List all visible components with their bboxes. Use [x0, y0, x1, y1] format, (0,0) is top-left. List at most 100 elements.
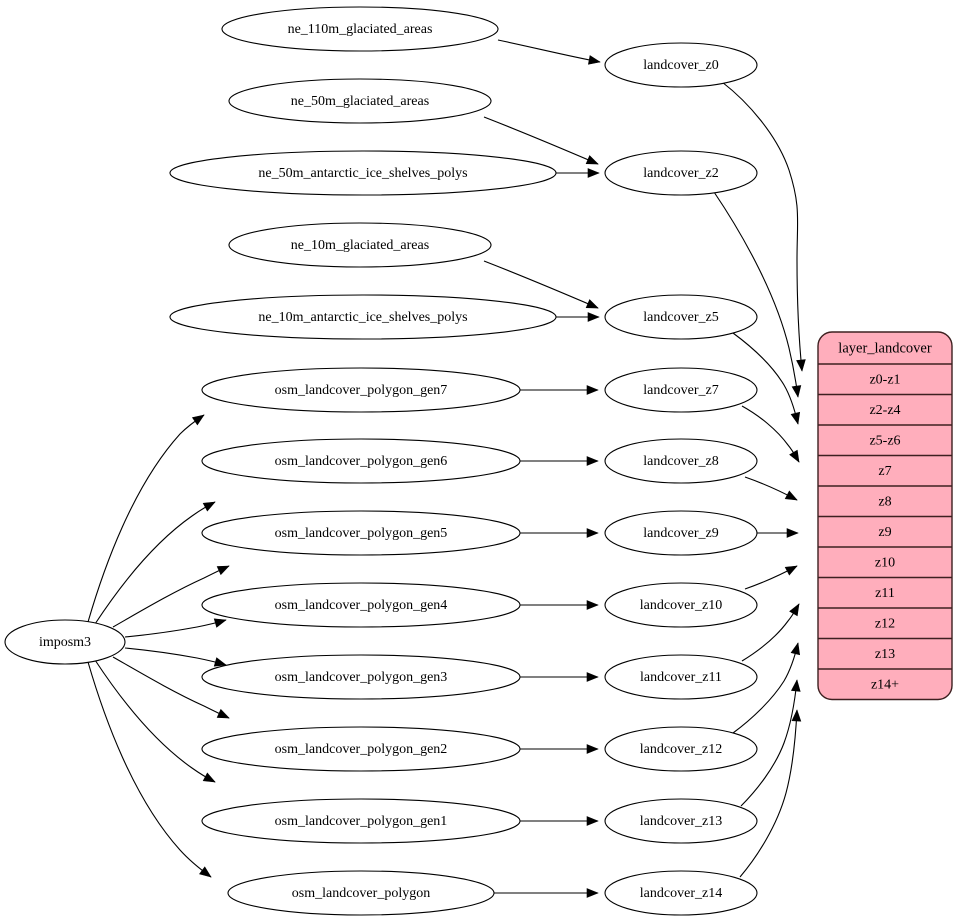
- edge-path: [87, 414, 205, 623]
- nodes-layer: imposm3 ne_110m_glaciated_areas ne_50m_gla…: [4, 6, 758, 916]
- table-row-z7[interactable]: z7: [878, 464, 891, 479]
- input_nodes-node[interactable]: ne_110m_glaciated_areas: [221, 6, 499, 52]
- node-label: osm_landcover_polygon_gen1: [275, 814, 448, 829]
- arrowhead-icon: [586, 528, 599, 538]
- input_nodes-node[interactable]: osm_landcover_polygon_gen3: [201, 654, 521, 700]
- arrowhead-icon: [216, 708, 230, 719]
- edge-imposm3-to-osm_landcover_polygon: [87, 661, 212, 878]
- table-row-z11[interactable]: z11: [875, 586, 895, 601]
- node-ellipse: [604, 726, 758, 772]
- input_nodes-node[interactable]: ne_10m_glaciated_areas: [228, 222, 492, 268]
- mid_nodes-node[interactable]: landcover_z10: [604, 582, 758, 628]
- arrowhead-icon: [587, 312, 600, 322]
- node-label: osm_landcover_polygon_gen6: [275, 454, 448, 469]
- table-row-z12[interactable]: z12: [875, 616, 895, 631]
- input_nodes-node[interactable]: osm_landcover_polygon_gen4: [201, 582, 521, 628]
- mid_nodes-node[interactable]: landcover_z8: [604, 438, 758, 484]
- edge-path: [483, 260, 599, 309]
- arrowhead-icon: [789, 449, 800, 463]
- arrowhead-icon: [784, 565, 798, 576]
- table-row-z13[interactable]: z13: [875, 647, 895, 662]
- arrowhead-icon: [587, 168, 600, 178]
- mid_nodes-node[interactable]: landcover_z2: [604, 150, 758, 196]
- input_nodes-node[interactable]: osm_landcover_polygon_gen2: [201, 726, 521, 772]
- edge-landcover_z0-to-z0-z1: [721, 81, 806, 372]
- edge-osm_landcover_polygon_gen4-to-landcover_z10: [520, 600, 599, 610]
- edge-path: [739, 709, 798, 878]
- mid_nodes-node[interactable]: landcover_z7: [604, 367, 758, 413]
- arrowhead-icon: [213, 657, 227, 667]
- node-ellipse: [201, 798, 521, 844]
- node-label: ne_110m_glaciated_areas: [288, 22, 433, 37]
- edge-osm_landcover_polygon_gen7-to-landcover_z7: [520, 385, 599, 395]
- table-row-z0-z1[interactable]: z0-z1: [869, 372, 900, 387]
- edge-imposm3-to-osm_landcover_polygon_gen2: [112, 656, 230, 719]
- node-label: ne_10m_antarctic_ice_shelves_polys: [258, 310, 467, 325]
- node-ellipse: [604, 150, 758, 196]
- edge-landcover_z8-to-z8: [744, 476, 798, 501]
- node-ellipse: [604, 870, 758, 916]
- edge-path: [740, 679, 798, 807]
- node-ellipse: [221, 6, 499, 52]
- table-row-z14+[interactable]: z14+: [871, 677, 899, 692]
- mid_nodes-node[interactable]: landcover_z11: [604, 654, 758, 700]
- arrowhead-icon: [786, 528, 799, 538]
- node-label: landcover_z13: [640, 814, 722, 829]
- arrowhead-icon: [784, 490, 798, 501]
- arrowhead-icon: [790, 642, 801, 656]
- mid_nodes-node[interactable]: landcover_z14: [604, 870, 758, 916]
- table-row-z2-z4[interactable]: z2-z4: [869, 403, 900, 418]
- input_nodes-node[interactable]: ne_10m_antarctic_ice_shelves_polys: [169, 294, 557, 340]
- node-label: landcover_z7: [643, 383, 718, 398]
- edge-imposm3-to-osm_landcover_polygon_gen4: [124, 618, 227, 638]
- edge-path: [483, 116, 599, 165]
- arrowhead-icon: [202, 772, 216, 783]
- table-row-z8[interactable]: z8: [878, 494, 891, 509]
- edge-osm_landcover_polygon_gen5-to-landcover_z9: [520, 528, 599, 538]
- edge-path: [721, 81, 803, 372]
- arrowhead-icon: [586, 600, 599, 610]
- input_nodes-node[interactable]: osm_landcover_polygon_gen5: [201, 510, 521, 556]
- mid_nodes-node[interactable]: landcover_z12: [604, 726, 758, 772]
- arrowhead-icon: [202, 501, 216, 512]
- edge-ne_50m_antarctic_ice_shelves_polys-to-landcover_z2: [556, 168, 600, 178]
- table-row-z5-z6[interactable]: z5-z6: [869, 433, 900, 448]
- edge-path: [124, 619, 227, 638]
- edge-ne_50m_glaciated_areas-to-landcover_z2: [483, 116, 599, 165]
- arrowhead-icon: [585, 299, 599, 309]
- arrowhead-icon: [199, 866, 212, 878]
- node-label: landcover_z12: [640, 742, 722, 757]
- source-node-imposm3[interactable]: imposm3: [4, 619, 126, 665]
- arrowhead-icon: [790, 411, 801, 425]
- arrowhead-icon: [586, 744, 599, 754]
- edge-path: [713, 191, 799, 398]
- edge-landcover_z7-to-z7: [741, 405, 800, 463]
- node-label: osm_landcover_polygon_gen4: [275, 598, 448, 613]
- node-ellipse: [604, 367, 758, 413]
- mid_nodes-node[interactable]: landcover_z13: [604, 798, 758, 844]
- mid_nodes-node[interactable]: landcover_z5: [604, 294, 758, 340]
- arrowhead-icon: [586, 385, 599, 395]
- node-label: osm_landcover_polygon_gen5: [275, 526, 448, 541]
- table-row-z10[interactable]: z10: [875, 555, 895, 570]
- mid_nodes-node[interactable]: landcover_z0: [604, 42, 758, 88]
- input_nodes-node[interactable]: ne_50m_glaciated_areas: [228, 78, 492, 124]
- input_nodes-node[interactable]: osm_landcover_polygon: [227, 870, 495, 916]
- input_nodes-node[interactable]: osm_landcover_polygon_gen7: [201, 367, 521, 413]
- input_nodes-node[interactable]: osm_landcover_polygon_gen1: [201, 798, 521, 844]
- table-row-z9[interactable]: z9: [878, 525, 891, 540]
- node-ellipse: [228, 222, 492, 268]
- edge-osm_landcover_polygon_gen1-to-landcover_z13: [520, 816, 599, 826]
- node-label: landcover_z11: [640, 670, 722, 685]
- arrowhead-icon: [213, 618, 227, 628]
- node-label: landcover_z9: [643, 526, 718, 541]
- edge-osm_landcover_polygon_gen2-to-landcover_z12: [519, 744, 599, 754]
- edge-path: [497, 39, 601, 63]
- node-ellipse: [201, 726, 521, 772]
- edge-path: [124, 647, 227, 666]
- input_nodes-node[interactable]: osm_landcover_polygon_gen6: [201, 438, 521, 484]
- input_nodes-node[interactable]: ne_50m_antarctic_ice_shelves_polys: [169, 150, 557, 196]
- mid_nodes-node[interactable]: landcover_z9: [604, 510, 758, 556]
